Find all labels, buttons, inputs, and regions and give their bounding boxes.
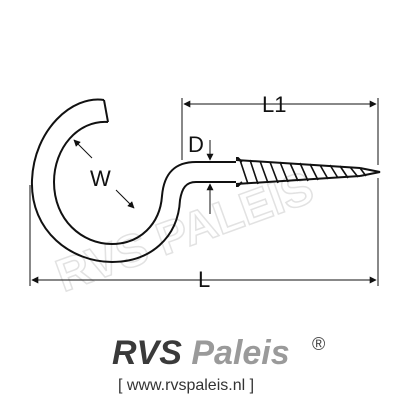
label-l: L bbox=[198, 267, 210, 292]
label-d: D bbox=[188, 132, 204, 157]
screw-threads bbox=[239, 159, 367, 185]
dimension-w bbox=[73, 139, 135, 209]
brand-logo: RVS Paleis ® [ www.rvspaleis.nl ] bbox=[112, 334, 325, 394]
dimension-l bbox=[29, 178, 379, 286]
registered-mark: ® bbox=[312, 334, 325, 354]
hook-outer-curve bbox=[30, 98, 236, 264]
brand-name-rvs: RVS bbox=[112, 334, 191, 372]
svg-text:RVS Paleis: RVS Paleis bbox=[112, 334, 290, 372]
screw-point bbox=[359, 167, 381, 177]
screw-thread-top bbox=[235, 159, 361, 169]
hook-inner-curve bbox=[52, 120, 236, 246]
dimension-d bbox=[200, 140, 226, 214]
brand-name-paleis: Paleis bbox=[191, 334, 289, 372]
dimension-l1 bbox=[181, 98, 379, 165]
screw-hook bbox=[30, 98, 381, 264]
hook-tip bbox=[103, 99, 109, 123]
label-w: W bbox=[90, 166, 111, 191]
label-l1: L1 bbox=[262, 92, 286, 117]
brand-url[interactable]: [ www.rvspaleis.nl ] bbox=[118, 377, 254, 394]
